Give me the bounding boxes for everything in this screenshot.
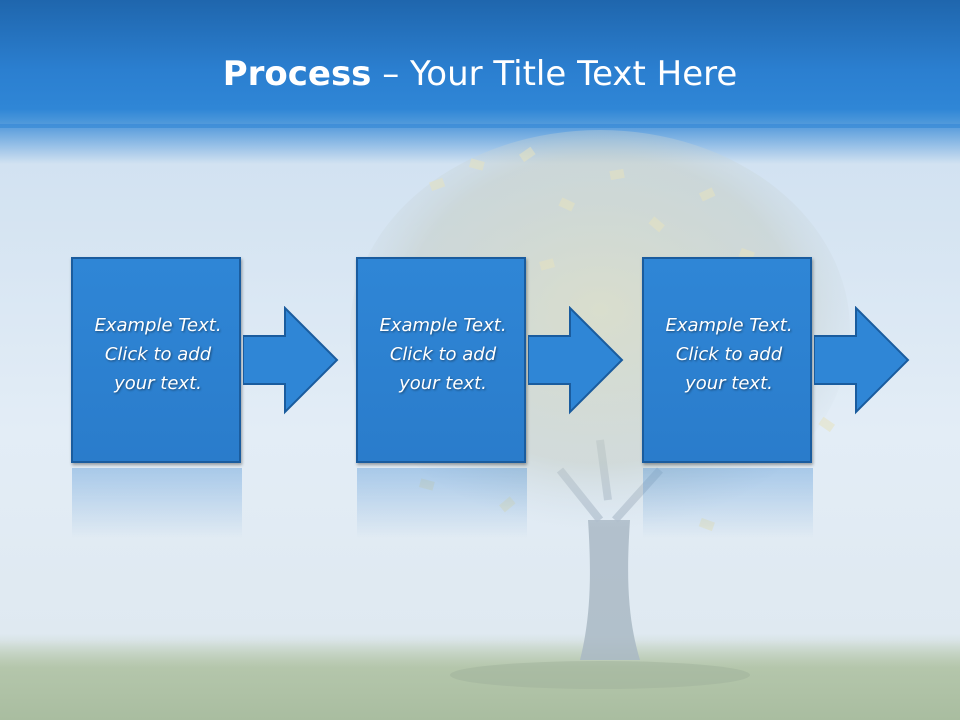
arrow-right-icon xyxy=(243,306,339,415)
box-reflection xyxy=(72,468,242,538)
slide-title-bold: Process xyxy=(222,54,372,94)
arrow-right-icon xyxy=(814,306,910,415)
step-line-1: Example Text. xyxy=(665,315,793,336)
process-step-box[interactable]: Example Text. Click to add your text. xyxy=(642,257,812,463)
step-line-2: Click to add xyxy=(389,344,497,365)
step-line-3: your text. xyxy=(399,373,487,394)
process-step-text[interactable]: Example Text. Click to add your text. xyxy=(644,311,814,398)
step-line-3: your text. xyxy=(114,373,202,394)
slide-title-rest: – Your Title Text Here xyxy=(371,54,738,94)
slide-title[interactable]: Process – Your Title Text Here xyxy=(0,52,960,96)
step-line-2: Click to add xyxy=(104,344,212,365)
arrow-right-icon xyxy=(528,306,624,415)
box-reflection xyxy=(643,468,813,538)
step-line-3: your text. xyxy=(685,373,773,394)
process-step-text[interactable]: Example Text. Click to add your text. xyxy=(358,311,528,398)
step-line-1: Example Text. xyxy=(379,315,507,336)
box-reflection xyxy=(357,468,527,538)
step-line-1: Example Text. xyxy=(94,315,222,336)
title-bar xyxy=(0,0,960,128)
step-line-2: Click to add xyxy=(675,344,783,365)
process-step-text[interactable]: Example Text. Click to add your text. xyxy=(73,311,243,398)
process-step-box[interactable]: Example Text. Click to add your text. xyxy=(71,257,241,463)
process-step-box[interactable]: Example Text. Click to add your text. xyxy=(356,257,526,463)
